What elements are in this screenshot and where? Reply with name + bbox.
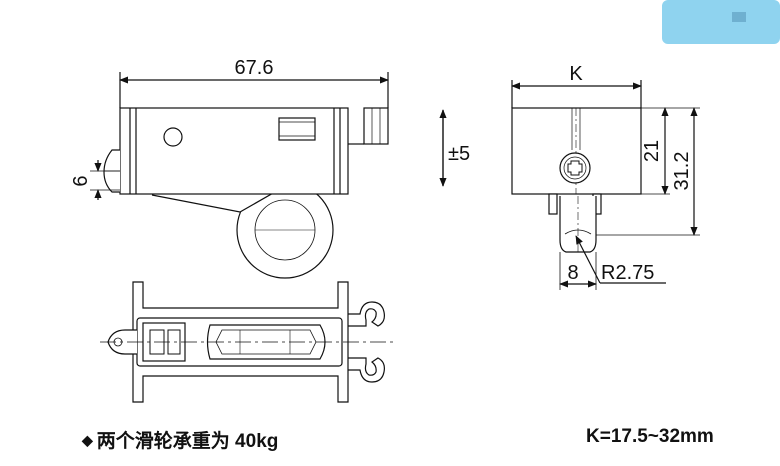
right-tab <box>363 107 389 145</box>
side-view <box>511 80 700 290</box>
dimension-k: K <box>569 63 583 85</box>
load-caption-text: 两个滑轮承重为 40kg <box>96 431 279 452</box>
corner-tab-accent <box>662 0 780 44</box>
front-view <box>90 72 389 279</box>
mounting-hole <box>163 127 183 147</box>
front-body <box>119 107 349 195</box>
diamond-bullet-icon: ◆ <box>82 432 93 448</box>
dimension-8: 8 <box>567 262 578 284</box>
range-caption: K=17.5~32mm <box>586 426 714 447</box>
dimension-r2-75: R2.75 <box>601 262 654 284</box>
dimension-67-6: 67.6 <box>235 57 274 79</box>
right-hook-bottom <box>348 357 385 383</box>
load-caption: ◆两个滑轮承重为 40kg <box>82 426 278 453</box>
cross-screw-icon <box>559 152 591 184</box>
travel-label: ±5 <box>448 143 470 165</box>
top-view <box>100 281 396 403</box>
dimension-31-2: 31.2 <box>671 152 693 191</box>
adjustment-slot <box>278 117 316 141</box>
right-hook-top <box>348 301 385 327</box>
dimension-21: 21 <box>641 140 663 162</box>
dimension-6: 6 <box>70 175 92 186</box>
